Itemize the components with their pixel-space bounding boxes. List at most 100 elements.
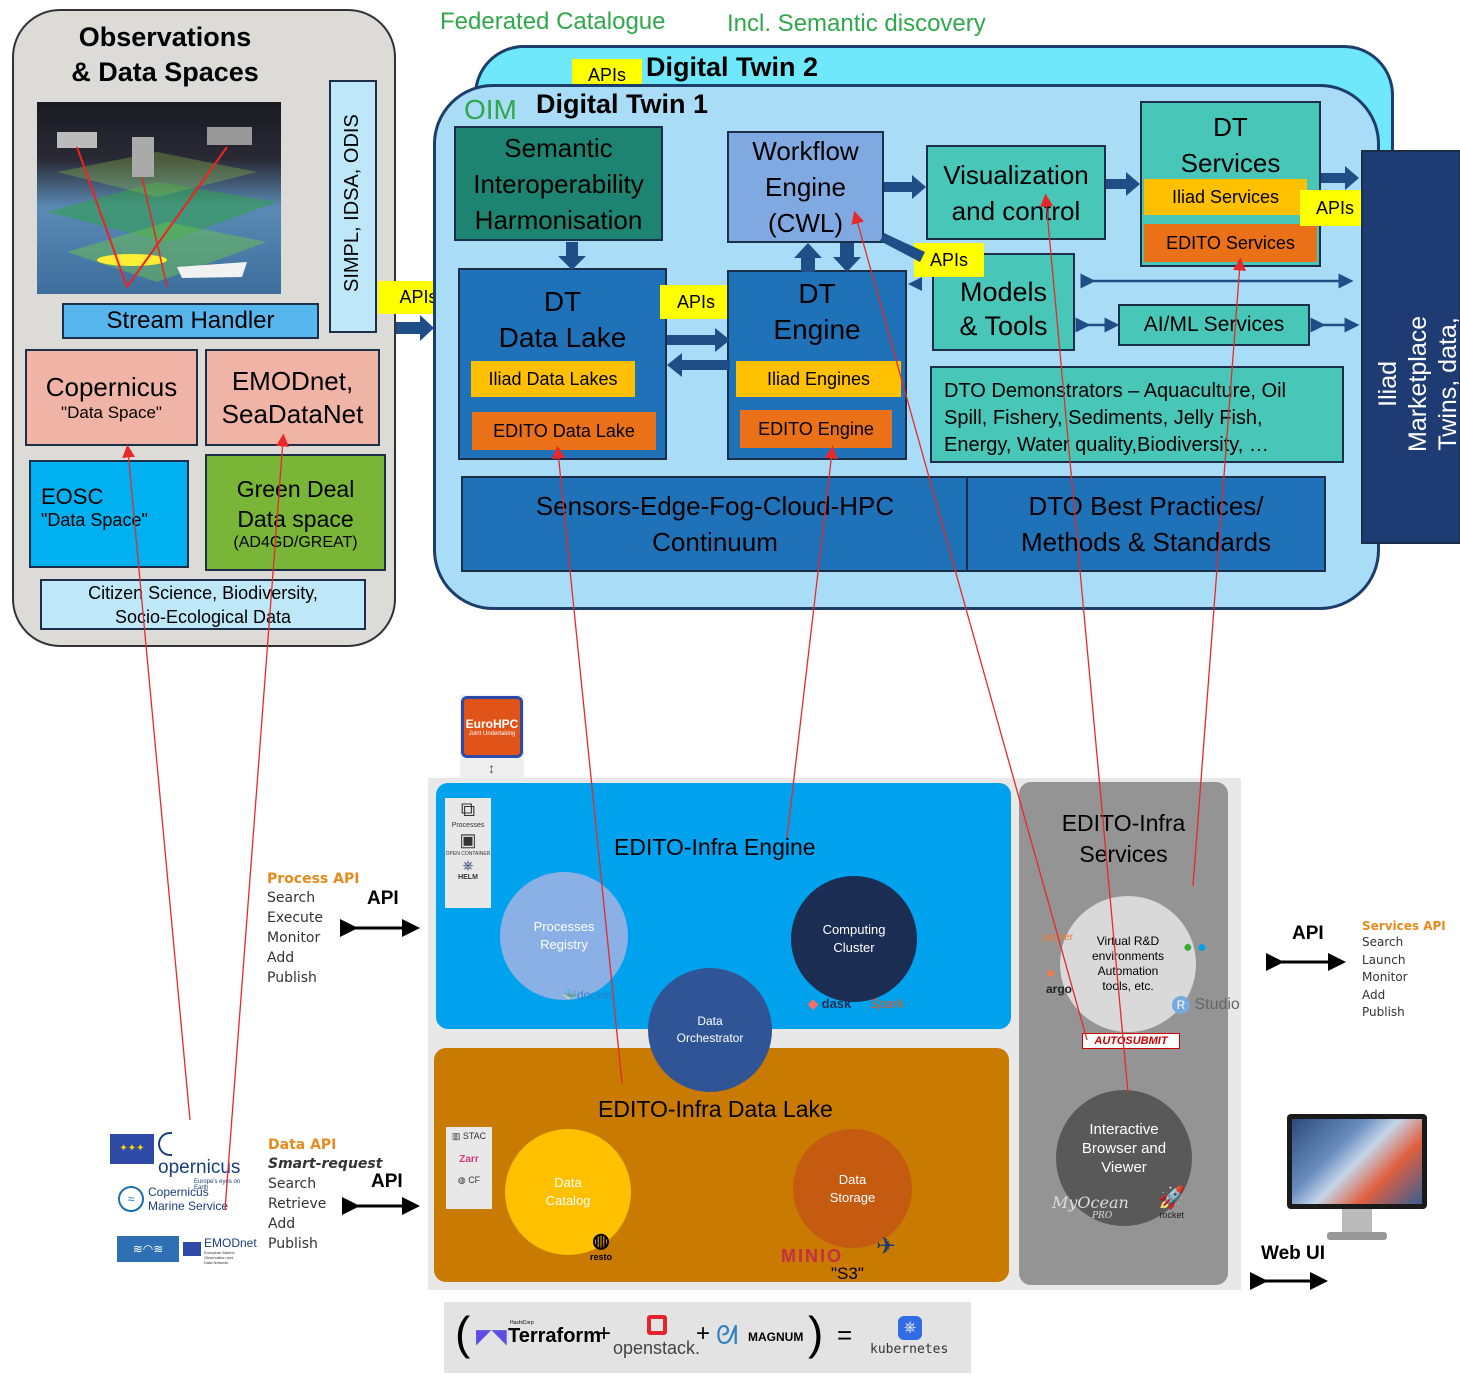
helm-icon: ⎈ xyxy=(462,857,474,873)
helm-label: HELM xyxy=(458,874,478,881)
stac-label: ▥ STAC xyxy=(446,1127,492,1145)
computing-cluster-label: Computing Cluster xyxy=(822,922,886,955)
services-apis-label: APIs xyxy=(1300,190,1370,226)
resto-logo: ◍ resto xyxy=(586,1230,616,1262)
myocean-label: MyOcean xyxy=(1052,1193,1129,1212)
cmems-icon: ≈ xyxy=(118,1186,144,1212)
emodnet-wave-icon: ≋◠≋ xyxy=(117,1236,179,1262)
process-api-item: Execute xyxy=(267,910,323,926)
dask-logo: ◆ dask xyxy=(808,996,851,1012)
data-api-item: Search xyxy=(268,1176,317,1192)
autosubmit-logo: AUTOSUBMIT xyxy=(1082,1033,1180,1049)
infra-services-title: EDITO-Infra Services xyxy=(1061,810,1186,867)
cmems-logo: ≈ Copernicus Marine Service xyxy=(118,1185,228,1213)
terraform-icon: ◤◥ xyxy=(476,1326,507,1348)
data-catalog-circle: Data Catalog xyxy=(505,1129,631,1255)
data-api-label: API xyxy=(371,1171,403,1192)
data-orchestrator-circle: Data Orchestrator xyxy=(648,968,772,1092)
digital-twin-1-title: Digital Twin 1 xyxy=(536,89,709,119)
docker-label: docker xyxy=(576,988,613,1002)
spark-logo: Spark xyxy=(870,996,904,1011)
process-api-item: Monitor xyxy=(267,930,321,946)
colored-dots-icon: ● ● xyxy=(1183,939,1207,956)
interactive-browser-circle: Interactive Browser and Viewer xyxy=(1056,1090,1192,1226)
r-icon: R xyxy=(1172,996,1190,1014)
eurohpc-sublabel: Joint Undertaking xyxy=(468,731,516,737)
stac-text: STAC xyxy=(462,1131,487,1141)
stack-equals: = xyxy=(837,1320,853,1350)
openstack-label: openstack. xyxy=(613,1338,701,1358)
virtual-rd-label: Virtual R&D environments Automation tool… xyxy=(1091,934,1165,993)
rstudio-logo: R Studio xyxy=(1172,996,1240,1014)
rocket-logo: 🚀 rocket xyxy=(1158,1186,1185,1221)
monitor-screen xyxy=(1287,1114,1427,1209)
emodnet-logo-label: EMODnet xyxy=(204,1236,257,1250)
eosc-label: EOSC xyxy=(41,484,104,509)
eurohpc-link-arrow: ↕ xyxy=(488,760,495,776)
eurohpc-logo: EuroHPC Joint Undertaking xyxy=(461,696,523,758)
argo-icon: ● xyxy=(1046,965,1056,982)
datalake-icons-panel: ▥ STAC Zarr ◍ CF xyxy=(446,1127,492,1209)
services-api-title: Services API xyxy=(1362,919,1446,933)
argo-label: argo xyxy=(1046,982,1073,996)
myocean-pro-label: PRO xyxy=(1092,1211,1113,1221)
hashicorp-label: HashiCorp xyxy=(510,1320,534,1326)
computing-cluster-circle: Computing Cluster xyxy=(791,876,917,1002)
mid-apis-label: APIs xyxy=(660,285,732,319)
data-api-item: Retrieve xyxy=(268,1196,327,1212)
satellite-image xyxy=(37,102,281,294)
services-api-label: API xyxy=(1292,923,1324,944)
argo-logo: ● argo xyxy=(1046,965,1073,997)
stac-icon: ▥ xyxy=(451,1131,461,1141)
engine-icons-panel: ⧉ Processes ▣ OPEN CONTAINER ⎈ HELM xyxy=(445,798,491,908)
cmems-label: Copernicus Marine Service xyxy=(148,1185,229,1213)
stack-rparen: ) xyxy=(808,1307,824,1359)
eurohpc-label: EuroHPC xyxy=(465,717,519,731)
resto-icon: ◍ xyxy=(592,1230,610,1252)
copernicus-logo-label: opernicus xyxy=(158,1157,241,1178)
s3-label: "S3" xyxy=(831,1264,864,1283)
monitor-base xyxy=(1327,1232,1387,1240)
dask-label: dask xyxy=(821,996,852,1011)
marketplace-box: Iliad Marketplace Twins, data, models, r… xyxy=(1361,150,1460,544)
dt-engine-label: DT Engine xyxy=(773,278,861,345)
services-api-item: Add xyxy=(1362,987,1386,1002)
copernicus-logo: opernicus Europe's eyes on Earth xyxy=(158,1132,242,1191)
edito-services-box: EDITO Services xyxy=(1144,224,1317,262)
process-api-list: Search Execute Monitor Add Publish xyxy=(267,888,359,988)
data-api-list: Search Retrieve Add Publish xyxy=(268,1174,382,1254)
semantic-discovery-note: Incl. Semantic discovery xyxy=(727,10,986,37)
infra-engine-title: EDITO-Infra Engine xyxy=(614,834,816,860)
openstack-icon xyxy=(647,1315,667,1335)
rocket-label: rocket xyxy=(1159,1210,1184,1220)
copernicus-logo-text: opernicus xyxy=(158,1132,242,1179)
processes-label: Processes xyxy=(451,822,485,829)
iliad-data-lakes-box: Iliad Data Lakes xyxy=(471,361,635,397)
zarr-label: Zarr xyxy=(459,1154,479,1165)
dt-services-label: DT Services xyxy=(1180,112,1281,178)
simpl-box: SIMPL, IDSA, ODIS xyxy=(329,80,377,333)
data-api-item: Add xyxy=(268,1216,296,1232)
process-api-label: API xyxy=(367,888,399,909)
services-api-panel: Services API Search Launch Monitor Add P… xyxy=(1362,918,1446,1022)
eosc-sublabel: "Data Space" xyxy=(41,510,148,530)
tech-stack-bar xyxy=(444,1302,971,1373)
data-catalog-label: Data Catalog xyxy=(545,1175,591,1208)
cf-label: ◍ CF xyxy=(446,1175,492,1186)
data-storage-circle: Data Storage xyxy=(793,1129,912,1248)
kubernetes-icon: ⎈ xyxy=(898,1316,922,1340)
copernicus-sublabel: "Data Space" xyxy=(61,403,162,422)
data-lake-label: DT Data Lake xyxy=(498,286,627,353)
stack-plus-2: + xyxy=(696,1320,711,1347)
magnum-icon: ᘛ xyxy=(716,1320,739,1350)
semantic-box: Semantic Interoperability Harmonisation xyxy=(454,126,663,241)
data-api-title: Data API xyxy=(268,1137,337,1153)
digital-twin-2-title: Digital Twin 2 xyxy=(646,52,819,82)
bird-icon: ✈ xyxy=(876,1233,897,1260)
data-storage-label: Data Storage xyxy=(829,1171,876,1205)
copernicus-box: Copernicus "Data Space" xyxy=(25,349,198,446)
resto-label: resto xyxy=(589,1252,612,1262)
emodnet-box: EMODnet, SeaDataNet xyxy=(205,349,380,446)
globe-icon: ◍ xyxy=(457,1175,466,1185)
oim-label: OIM xyxy=(464,94,517,125)
